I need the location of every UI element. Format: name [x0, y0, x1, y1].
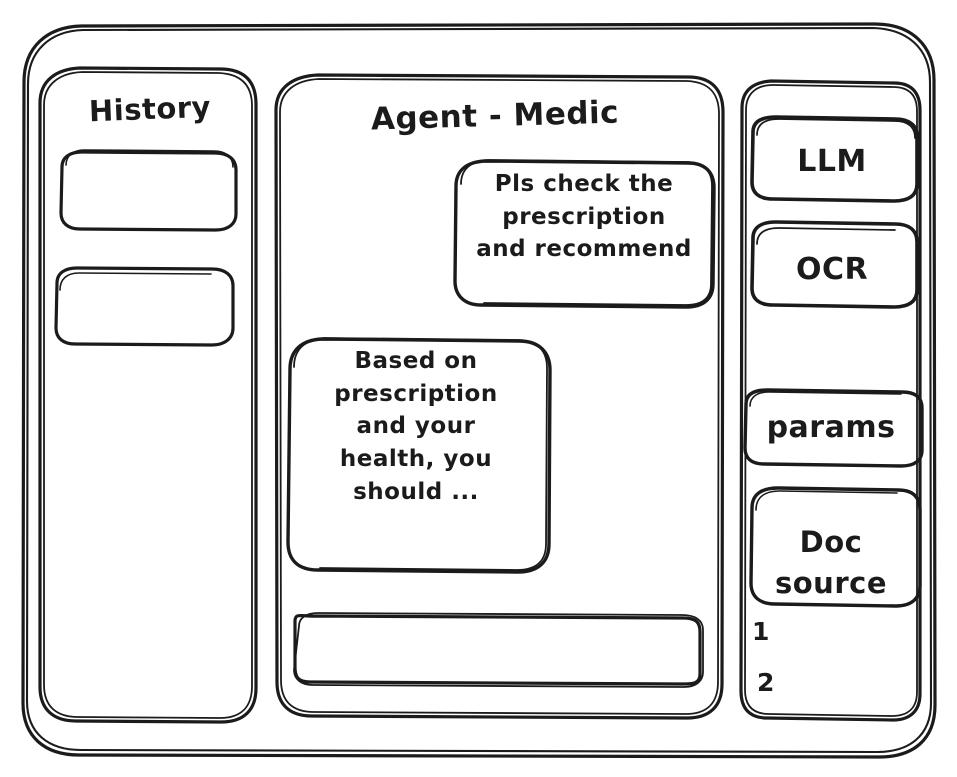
assistant-message-bubble	[288, 338, 551, 572]
tool-llm-outline	[750, 115, 919, 203]
doc-source-ref-2[interactable]: 2	[757, 668, 775, 697]
history-panel-title: History	[88, 89, 212, 129]
history-item-2-outline	[54, 266, 235, 347]
tools-panel-outline	[739, 79, 922, 722]
window-frame	[21, 22, 937, 759]
history-item-1[interactable]	[61, 150, 237, 231]
composer-input[interactable]	[294, 613, 704, 687]
user-message-bubble	[455, 160, 715, 307]
tool-ocr-label: OCR	[795, 252, 869, 287]
tool-params-label: params	[766, 410, 896, 445]
tool-llm-button[interactable]	[752, 117, 918, 201]
composer-input-outline	[293, 612, 704, 688]
doc-source-ref-1[interactable]: 1	[752, 617, 770, 646]
assistant-message-text: Based on prescription and your health, y…	[334, 348, 498, 505]
history-item-1-outline	[59, 149, 238, 232]
history-item-2[interactable]	[56, 268, 234, 346]
user-message-text: Pls check the prescription and recommend	[476, 171, 692, 263]
history-panel-outline	[38, 66, 258, 724]
tool-doc-source-outline	[749, 486, 922, 608]
tool-doc-source-label: Doc source	[775, 525, 887, 600]
tool-llm-label: LLM	[797, 144, 867, 179]
user-message-bubble-outline	[453, 159, 716, 309]
tool-doc-source-button[interactable]	[751, 488, 921, 606]
assistant-message-bubble-outline	[286, 337, 552, 574]
main-panel-outline	[274, 73, 725, 720]
tool-params-button[interactable]	[745, 390, 923, 466]
tool-ocr-button[interactable]	[752, 222, 918, 307]
tool-params-outline	[743, 388, 924, 468]
tool-ocr-outline	[750, 220, 919, 309]
